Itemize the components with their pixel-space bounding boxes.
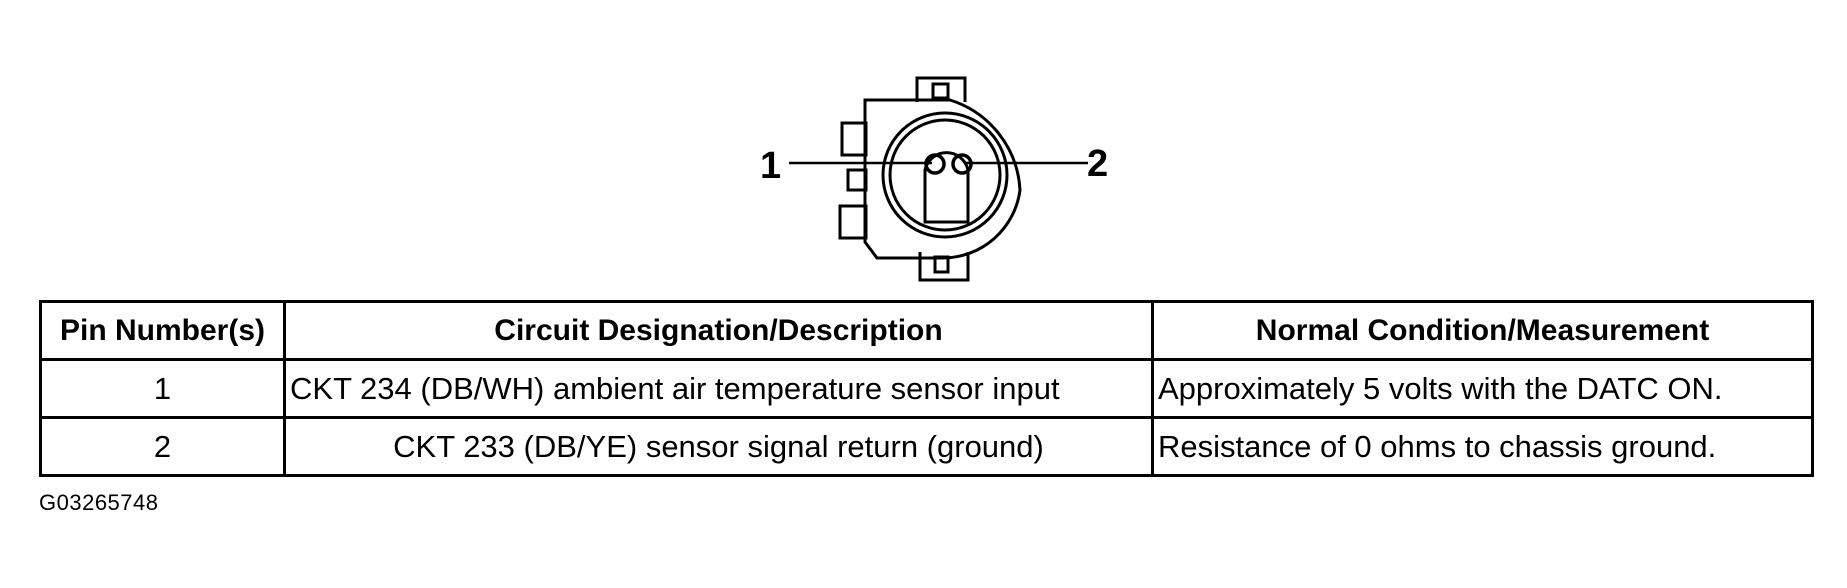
- table-row: 1 CKT 234 (DB/WH) ambient air temperatur…: [39, 358, 1814, 419]
- top-latch-tab: [915, 76, 967, 102]
- pin-number-cell: 1: [39, 358, 286, 419]
- condition-cell: Approximately 5 volts with the DATC ON.: [1151, 358, 1814, 419]
- circuit-description-cell: CKT 233 (DB/YE) sensor signal return (gr…: [283, 416, 1154, 477]
- circuit-description-cell: CKT 234 (DB/WH) ambient air temperature …: [283, 358, 1154, 419]
- header-circuit-description: Circuit Designation/Description: [283, 300, 1154, 361]
- pin-2-label: 2: [1087, 143, 1108, 185]
- pin-number-cell: 2: [39, 416, 286, 477]
- connector-housing: [863, 98, 1022, 260]
- figure-code: G03265748: [39, 490, 159, 515]
- bottom-latch-tab: [918, 252, 970, 282]
- connector-face-diagram: 1 2: [760, 76, 1108, 282]
- inner-face-inner-ring: [888, 118, 1002, 232]
- left-tab-lower: [838, 204, 868, 240]
- pin-1-label: 1: [760, 145, 781, 187]
- inner-face-outer-ring: [881, 111, 1009, 239]
- left-tab-middle: [846, 168, 868, 192]
- header-pin-numbers: Pin Number(s): [39, 300, 286, 361]
- header-normal-condition: Normal Condition/Measurement: [1151, 300, 1814, 361]
- pin-description-table: Pin Number(s) Circuit Designation/Descri…: [39, 300, 1814, 477]
- table-header-row: Pin Number(s) Circuit Designation/Descri…: [39, 300, 1814, 361]
- top-latch-slot: [931, 82, 950, 100]
- left-tab-upper: [840, 121, 868, 157]
- table-row: 2 CKT 233 (DB/YE) sensor signal return (…: [39, 416, 1814, 477]
- condition-cell: Resistance of 0 ohms to chassis ground.: [1151, 416, 1814, 477]
